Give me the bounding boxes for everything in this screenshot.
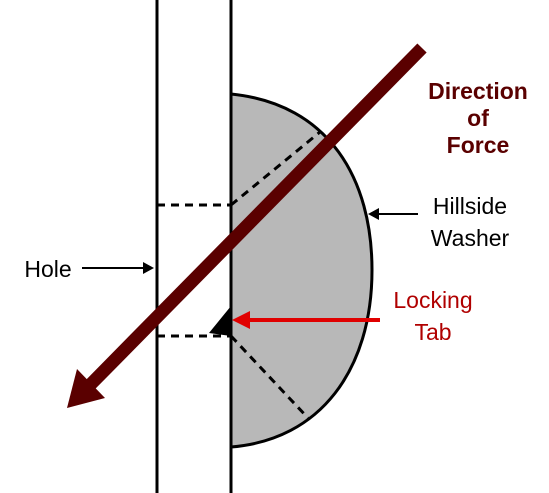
force-arrow-head (67, 369, 105, 408)
locking-tab-shape (209, 306, 231, 336)
direction-of-force-label-line1: Direction (428, 78, 528, 104)
hole-pointer-head (143, 262, 154, 274)
hillside-washer-label-line2: Washer (431, 225, 510, 251)
dashed-line-lower-diagonal (229, 334, 310, 420)
direction-of-force-label-line2: of (467, 105, 489, 131)
locking-tab-pointer-head (232, 311, 250, 329)
direction-of-force-label-line3: Force (447, 132, 510, 158)
force-arrow-shaft (85, 43, 427, 390)
locking-tab-label-line2: Tab (414, 319, 451, 345)
hole-label: Hole (24, 256, 71, 282)
washer-pointer-head (368, 208, 379, 220)
locking-tab-label-line1: Locking (393, 287, 472, 313)
dashed-line-upper-diagonal (230, 130, 321, 207)
hillside-washer-shape (229, 92, 374, 449)
hillside-washer-label-line1: Hillside (433, 193, 507, 219)
